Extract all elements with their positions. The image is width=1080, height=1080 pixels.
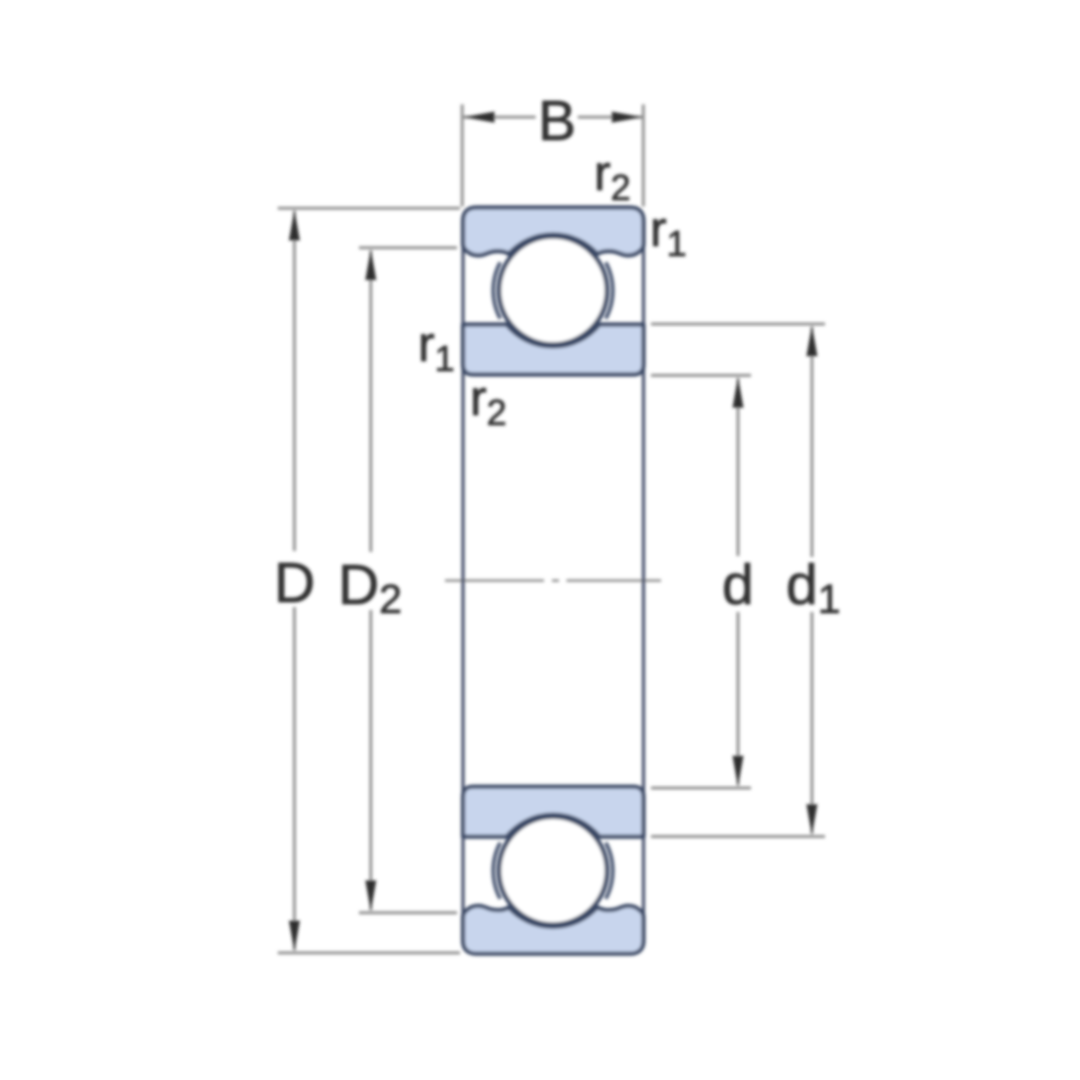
svg-text:d: d — [722, 553, 754, 617]
svg-text:r1: r1 — [418, 316, 455, 379]
svg-text:r1: r1 — [650, 201, 687, 264]
svg-text:D2: D2 — [338, 553, 402, 622]
svg-text:r2: r2 — [470, 370, 507, 433]
svg-text:r2: r2 — [594, 145, 631, 208]
svg-text:B: B — [538, 89, 576, 153]
svg-text:D: D — [274, 551, 315, 615]
svg-text:d1: d1 — [786, 553, 841, 622]
